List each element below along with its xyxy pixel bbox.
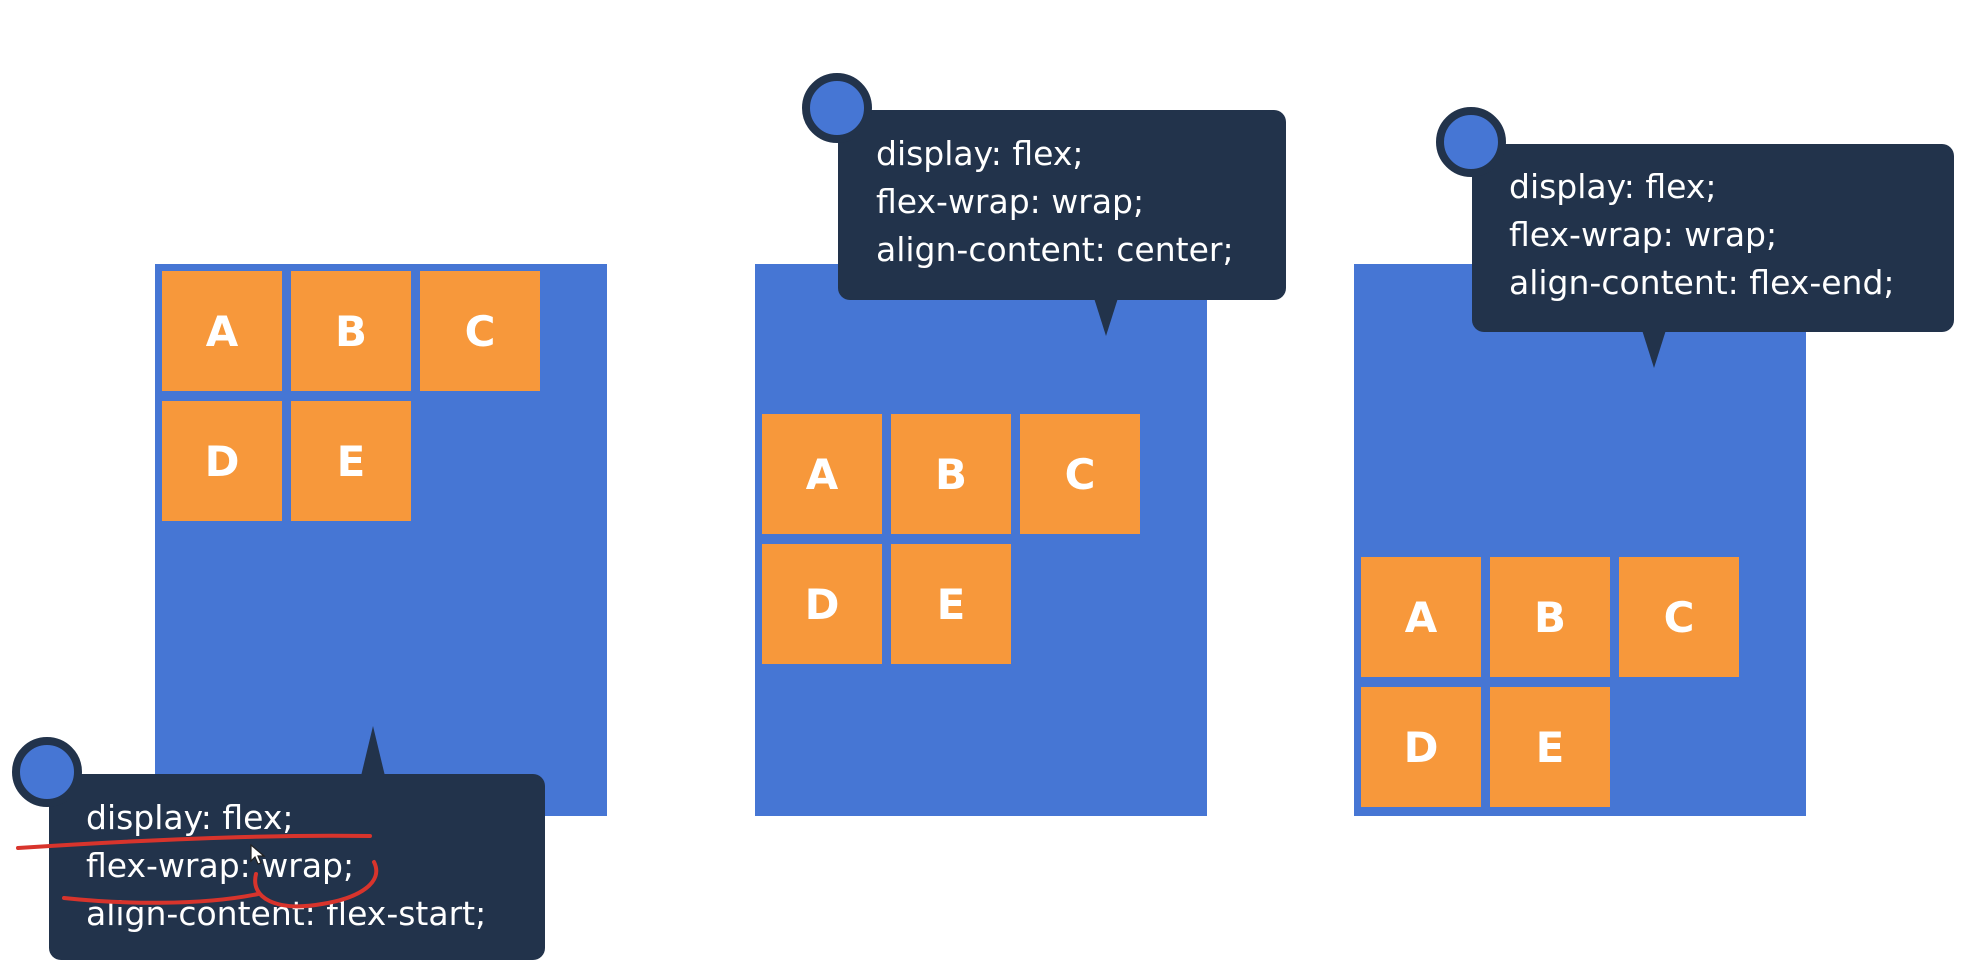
callout-dot xyxy=(12,737,82,807)
flex-item: C xyxy=(1619,557,1739,677)
code-line: flex-wrap: wrap; xyxy=(876,182,1145,221)
code-line: flex-wrap: wrap; xyxy=(86,846,355,885)
code-line: flex-wrap: wrap; xyxy=(1509,215,1778,254)
flex-item: A xyxy=(1361,557,1481,677)
flex-item: B xyxy=(891,414,1011,534)
callout-pointer xyxy=(361,726,385,776)
code-line: display: flex; xyxy=(1509,167,1717,206)
flex-item: E xyxy=(291,401,411,521)
code-line: display: flex; xyxy=(86,798,294,837)
callout-pointer xyxy=(1642,330,1666,368)
flex-container-flex-start: A B C D E xyxy=(155,264,607,816)
code-line: align-content: center; xyxy=(876,230,1234,269)
code-line: align-content: flex-start; xyxy=(86,894,487,933)
flex-item: A xyxy=(762,414,882,534)
code-line: display: flex; xyxy=(876,134,1084,173)
flex-container-center: A B C D E xyxy=(755,264,1207,816)
code-callout-center: display: flex; flex-wrap: wrap; align-co… xyxy=(838,110,1286,336)
flex-item: E xyxy=(891,544,1011,664)
code-callout-flex-start: display: flex; flex-wrap: wrap; align-co… xyxy=(49,726,545,960)
flex-item: C xyxy=(1020,414,1140,534)
flex-container-flex-end: A B C D E xyxy=(1354,264,1806,816)
flex-item: C xyxy=(420,271,540,391)
mouse-cursor-icon xyxy=(250,844,266,865)
code-line: align-content: flex-end; xyxy=(1509,263,1895,302)
callout-dot xyxy=(1436,107,1506,177)
callout-pointer xyxy=(1094,298,1118,336)
flex-item: D xyxy=(762,544,882,664)
flex-item: D xyxy=(1361,687,1481,807)
flex-item: A xyxy=(162,271,282,391)
flex-item: E xyxy=(1490,687,1610,807)
code-callout-flex-end: display: flex; flex-wrap: wrap; align-co… xyxy=(1472,144,1954,368)
flex-item: B xyxy=(1490,557,1610,677)
flex-item: B xyxy=(291,271,411,391)
flex-item: D xyxy=(162,401,282,521)
callout-dot xyxy=(802,73,872,143)
